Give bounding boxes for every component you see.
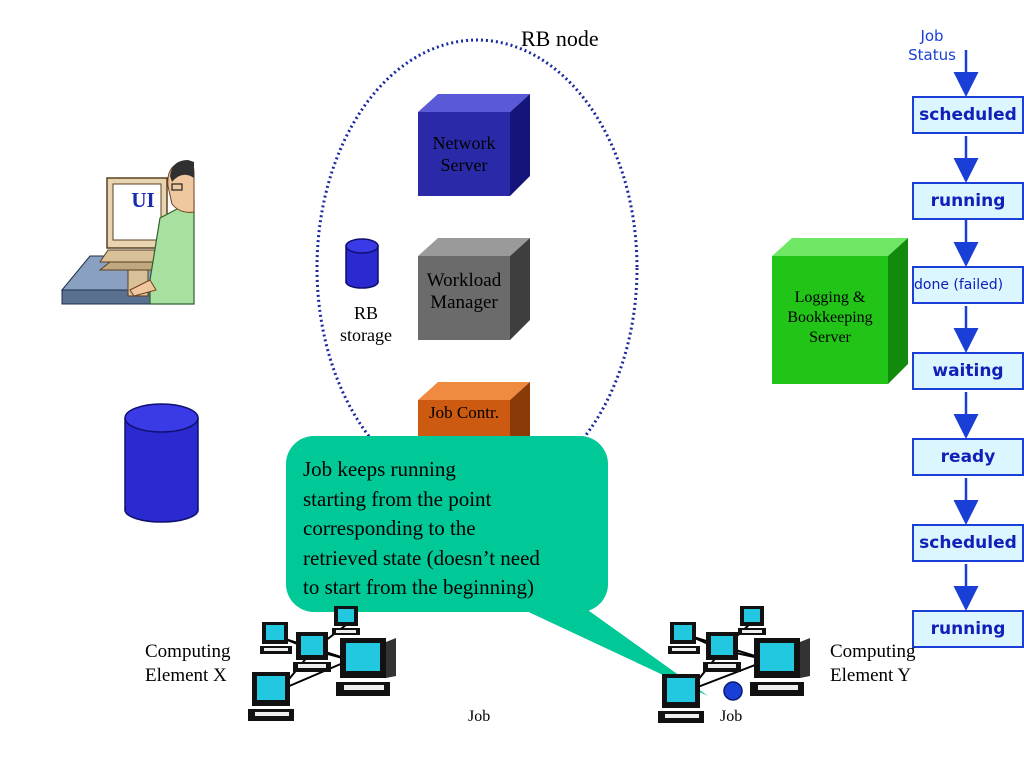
rb-storage-cylinder	[345, 238, 379, 289]
job-dot	[723, 681, 743, 701]
computer-icon	[332, 606, 360, 635]
status-running: running	[912, 182, 1024, 220]
computer-icon	[260, 622, 292, 654]
network-server-line2: Server	[440, 155, 488, 175]
ce-x-line1: Computing	[145, 641, 231, 662]
network-server-label: Network Server	[418, 132, 510, 176]
workload-manager-label: Workload Manager	[418, 270, 510, 314]
rb-storage-label: RB storage	[326, 302, 406, 346]
rb-storage-line2: storage	[340, 325, 392, 345]
callout-line: corresponding to the	[303, 516, 476, 540]
status-scheduled-2: scheduled	[912, 524, 1024, 562]
rb-storage-line1: RB	[353, 303, 378, 323]
computer-icon	[658, 674, 704, 723]
ce-y-line2: Element Y	[830, 665, 912, 686]
job-label-y: Job	[720, 708, 743, 725]
computer-icon	[293, 632, 331, 672]
workload-manager-line2: Manager	[430, 292, 498, 313]
ui-label: UI	[131, 188, 155, 212]
computer-icon	[336, 638, 396, 696]
storage-cylinder-large	[124, 403, 199, 523]
computer-icon	[248, 672, 294, 721]
callout-pointer	[520, 608, 708, 696]
job-status-title: Job Status	[900, 27, 964, 65]
job-label-x: Job	[468, 708, 491, 725]
lb-line3: Server	[809, 329, 851, 346]
callout-text: Job keeps running starting from the poin…	[303, 455, 603, 603]
callout-line: starting from the point	[303, 486, 492, 511]
ce-y-line1: Computing	[830, 641, 916, 662]
workload-manager-line1: Workload	[426, 270, 502, 291]
callout-line: Job keeps running	[303, 457, 456, 481]
job-status-title-line1: Job	[920, 27, 944, 45]
callout-line: retrieved state (doesn’t need	[303, 545, 540, 570]
status-scheduled: scheduled	[912, 96, 1024, 134]
computer-icon	[738, 606, 766, 635]
workload-manager-cube	[418, 238, 530, 340]
rb-node-label: RB node	[521, 26, 599, 51]
logging-bookkeeping-label: Logging & Bookkeeping Server	[772, 288, 888, 348]
job-controller-label: Job Contr.	[429, 403, 499, 422]
network-server-cube	[418, 94, 530, 196]
job-status-title-line2: Status	[908, 46, 956, 64]
network-server-line1: Network	[432, 133, 496, 153]
computing-element-x-label: Computing Element X	[145, 640, 231, 688]
computing-element-y-label: Computing Element Y	[830, 640, 916, 688]
computer-icon	[750, 638, 810, 696]
status-done-failed: done (failed)	[912, 266, 1024, 304]
logging-bookkeeping-cube	[772, 238, 908, 384]
status-running-2: running	[912, 610, 1024, 648]
lb-line2: Bookkeeping	[787, 309, 873, 326]
computer-icon	[668, 622, 700, 654]
status-ready: ready	[912, 438, 1024, 476]
ui-user-illustration	[60, 160, 195, 305]
callout-line: to start from the beginning)	[303, 575, 534, 599]
status-waiting: waiting	[912, 352, 1024, 390]
lb-line1: Logging &	[794, 289, 866, 306]
computer-icon	[703, 632, 741, 672]
callout-box	[286, 436, 608, 612]
ce-x-line2: Element X	[145, 665, 227, 686]
